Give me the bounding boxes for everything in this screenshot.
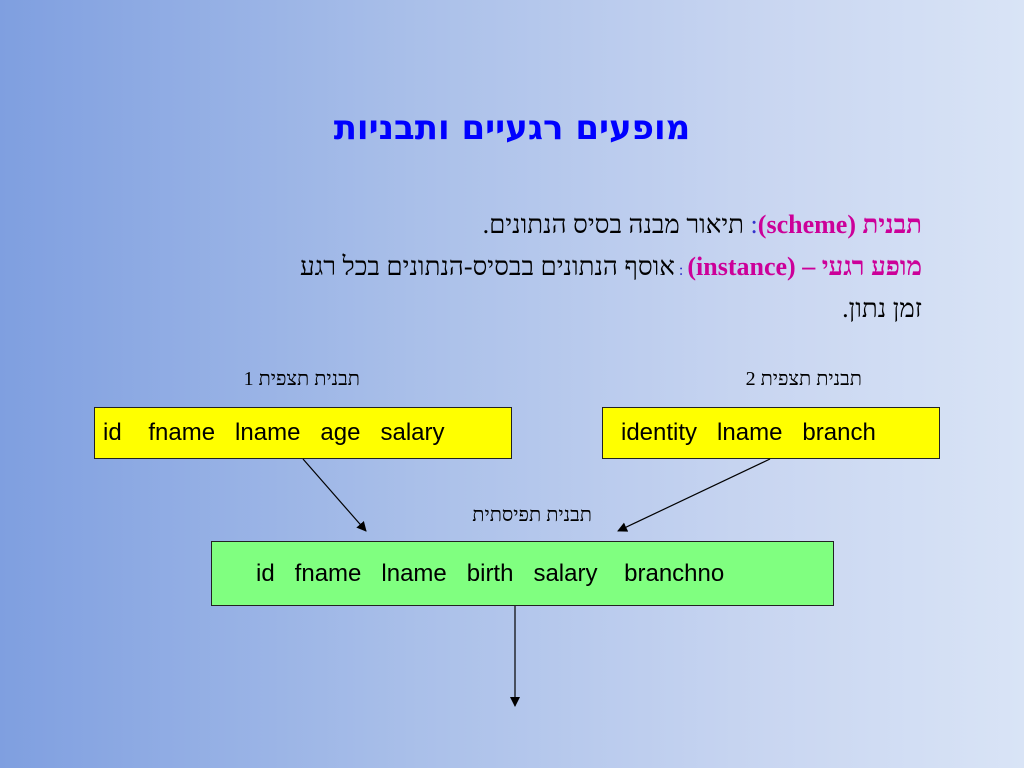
view2-label: תבנית תצפית 2 [745,368,862,390]
separator-instance: : [674,262,688,279]
definition-scheme-text: תיאור מבנה בסיס הנתונים. [482,210,751,239]
slide-title: מופעים רגעיים ותבניות [333,108,691,148]
term-scheme: תבנית (scheme) [757,210,922,239]
view1-schema-box: id fname lname age salary [94,407,512,459]
definition-instance: מופע רגעי – (instance) : אוסף הנתונים בב… [102,248,922,290]
logical-label: תבנית תפיסתית [472,504,592,526]
arrow-view1-to-logical [302,458,367,532]
definition-scheme: תבנית (scheme): תיאור מבנה בסיס הנתונים. [102,206,922,244]
logical-schema-box: id fname lname birth salary branchno [211,541,834,606]
view1-label: תבנית תצפית 1 [243,368,360,390]
term-instance: מופע רגעי – (instance) [687,252,922,281]
separator-scheme: : [750,210,758,239]
definition-instance-text: אוסף הנתונים בבסיס-הנתונים בכל רגע [299,252,675,281]
definition-instance-continuation: זמן נתון. [842,294,922,323]
arrow-view2-to-logical [617,458,771,532]
view2-schema-box: identity lname branch [602,407,940,459]
